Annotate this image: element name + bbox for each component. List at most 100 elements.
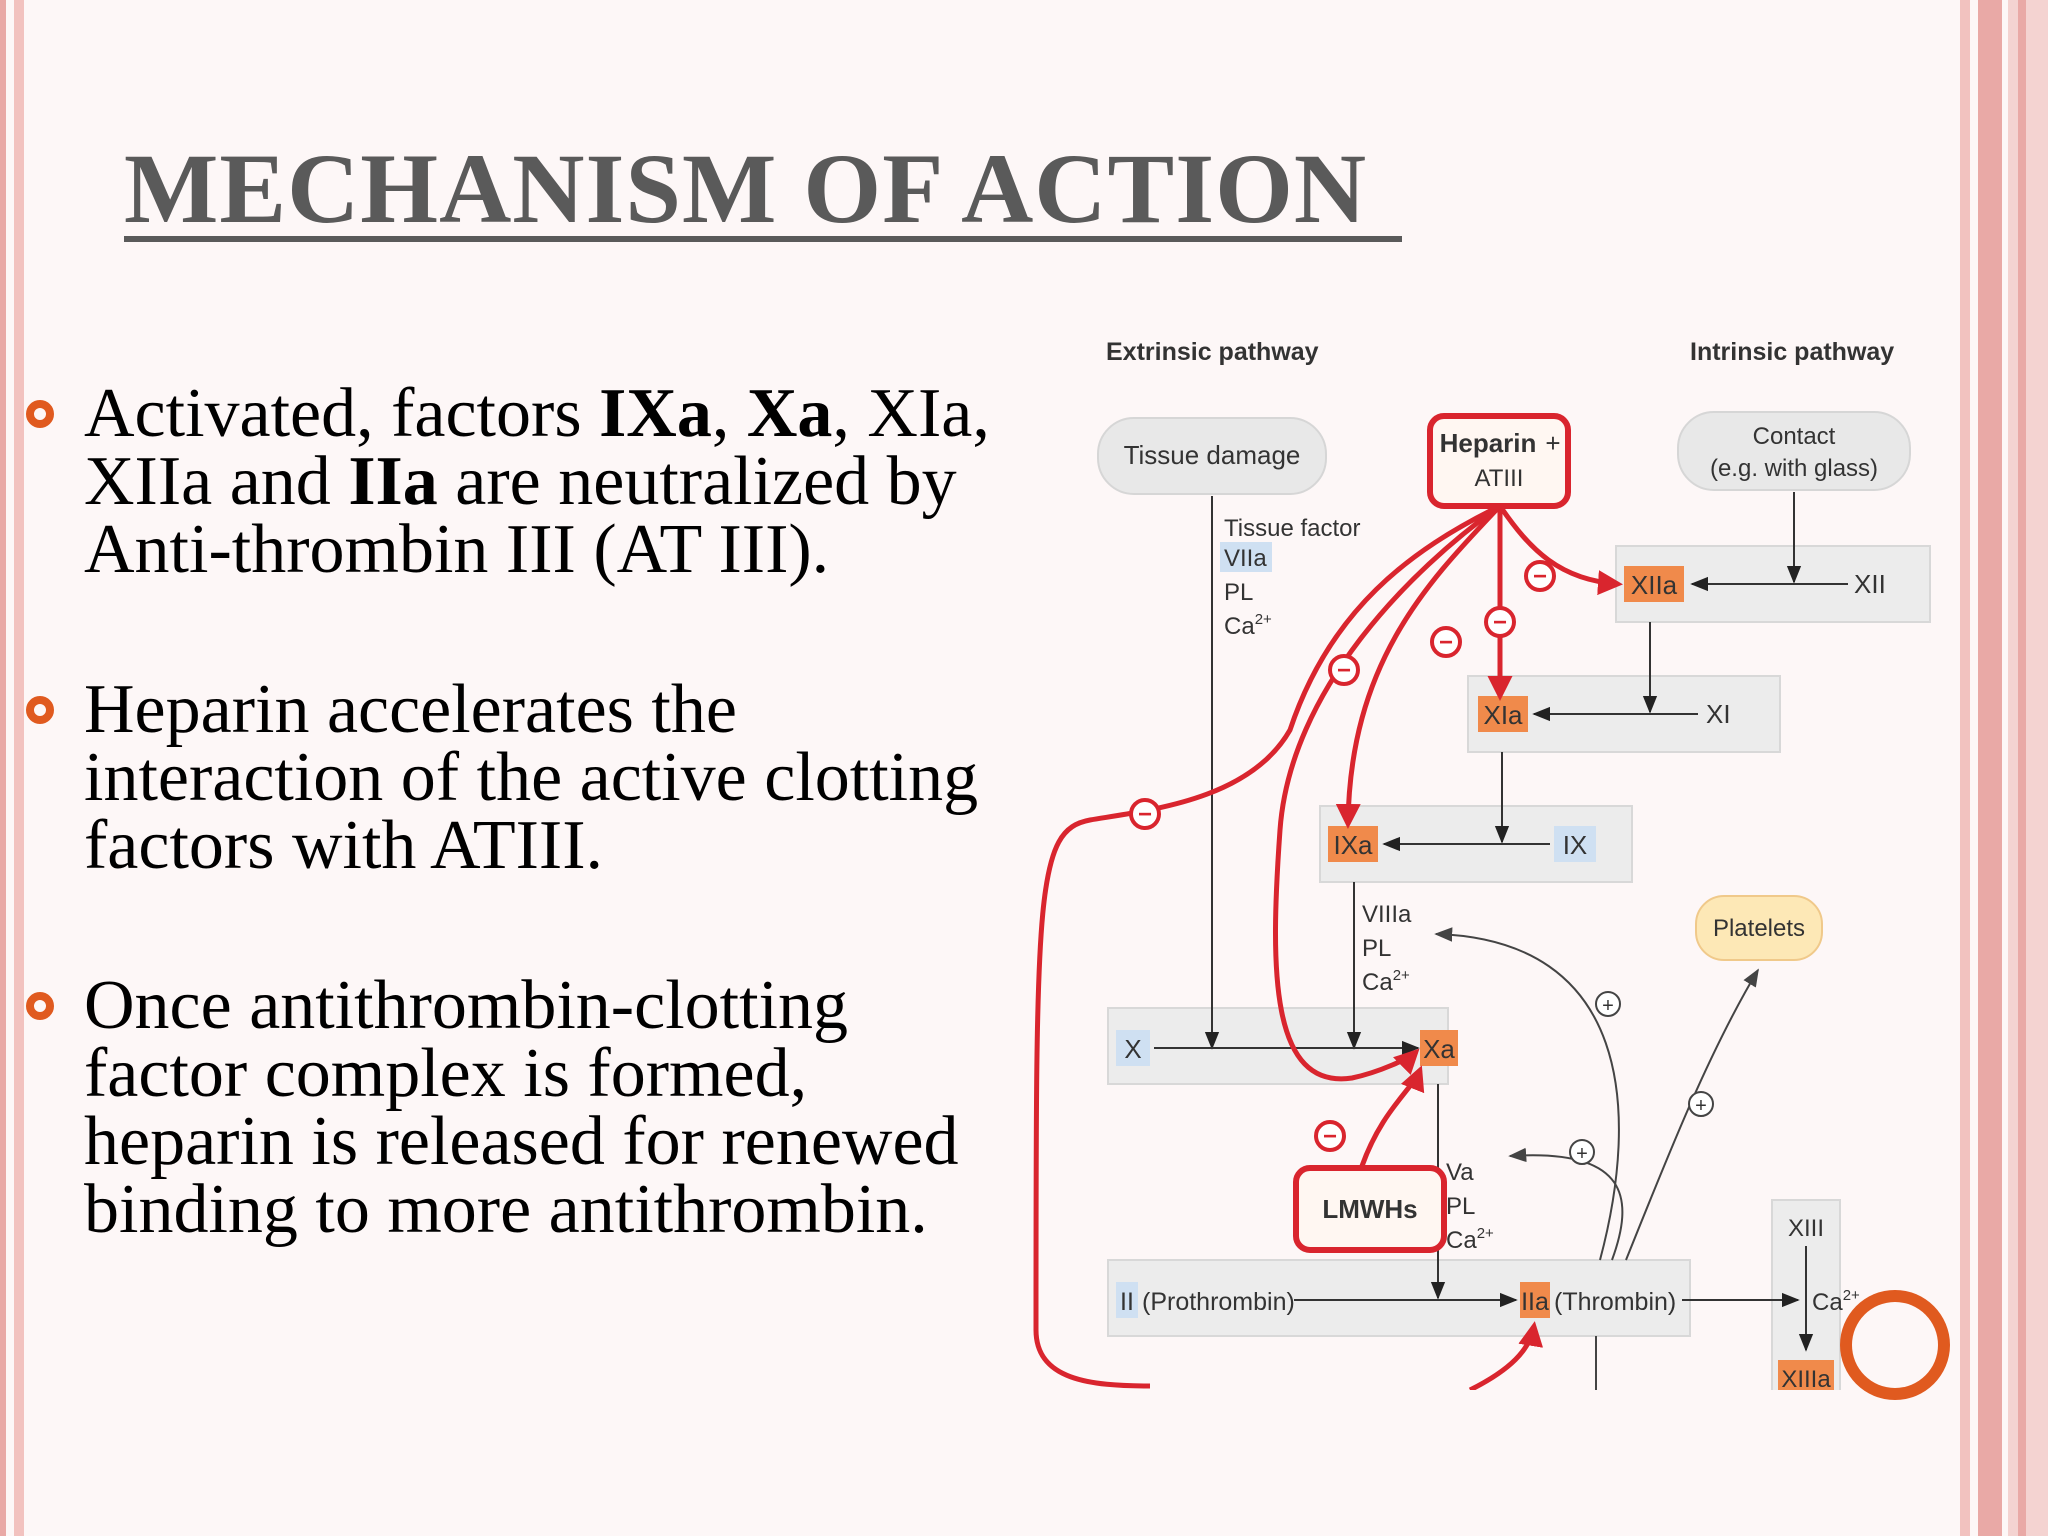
minus-sign: − (1493, 609, 1507, 636)
atiii-label: ATIII (1475, 465, 1524, 492)
xiiia-highlight (1778, 1360, 1834, 1390)
plus-icon (1569, 1139, 1595, 1165)
xiii-label: XIII (1788, 1215, 1824, 1242)
bullet-text: Heparin accelerates the interaction of t… (84, 671, 979, 884)
coagulation-diagram-svg: Extrinsic pathway Intrinsic pathway Tiss… (1033, 338, 1931, 1390)
bullet-text: Activated, factors IXa, Xa, XIa, XIIa an… (84, 375, 990, 588)
slide-border-right-outer (2008, 0, 2048, 1536)
xiia-highlight (1624, 566, 1684, 602)
thrombin-label: (Thrombin) (1554, 1288, 1676, 1316)
x-highlight (1116, 1030, 1150, 1066)
ixa-label: IXa (1333, 830, 1373, 860)
prothrombin-label: (Prothrombin) (1142, 1288, 1295, 1316)
xia-highlight (1478, 696, 1528, 732)
xii-label: XII (1854, 569, 1886, 599)
title-underline (124, 236, 1402, 242)
pl-label-2: PL (1362, 935, 1391, 962)
plus-icon (1688, 1091, 1714, 1117)
minus-sign: − (1323, 1123, 1337, 1150)
slide-border-right-inner (1960, 0, 1970, 1536)
va-label: Va (1446, 1159, 1474, 1186)
contact-example-label: (e.g. with glass) (1710, 455, 1878, 482)
extrinsic-pathway-label: Extrinsic pathway (1106, 338, 1319, 366)
xa-highlight (1420, 1030, 1458, 1066)
lmwhs-label: LMWHs (1322, 1194, 1417, 1224)
bullet-item: Once antithrombin-clotting factor comple… (24, 971, 1014, 1245)
slide-border-left-outer (0, 0, 6, 1536)
ca-label: Ca2+ (1224, 611, 1272, 640)
loop-to-thrombin-arrow (1468, 1321, 1544, 1390)
coagulation-diagram: Extrinsic pathway Intrinsic pathway Tiss… (1030, 330, 1960, 1390)
intrinsic-pathway-label: Intrinsic pathway (1690, 338, 1894, 366)
thrombin-to-va-feedback-arrow (1508, 1147, 1624, 1261)
viia-highlight (1220, 542, 1272, 572)
xiiia-label: XIIIa (1781, 1366, 1831, 1390)
contact-box (1677, 411, 1911, 491)
minus-icon (1430, 626, 1462, 658)
slide-border-right-stripe (2018, 0, 2026, 1536)
contact-label: Contact (1753, 423, 1836, 450)
ix-label: IX (1563, 830, 1588, 860)
bullet-list: Activated, factors IXa, Xa, XIa, XIIa an… (24, 379, 1014, 1336)
minus-sign: − (1533, 563, 1547, 590)
heparin-plus-sign: + (1545, 428, 1560, 458)
heparin-label: Heparin (1440, 428, 1537, 458)
slide-border-right-mid (1978, 0, 2002, 1536)
heparin-to-thrombin-loop (1033, 503, 1502, 1389)
pl-label: PL (1224, 579, 1253, 606)
ii-label: II (1120, 1288, 1134, 1316)
slide-title: MECHANISM OF ACTION (124, 133, 1368, 244)
heparin-to-ixa-arrow (1335, 504, 1502, 829)
minus-icon (1129, 798, 1161, 830)
lmwhs-box (1293, 1165, 1447, 1253)
platelets-box (1695, 895, 1823, 961)
heparin-to-xa-arrow (1272, 503, 1502, 1082)
heparin-inhibition-arrows (1033, 503, 1623, 1390)
heparin-to-xiia-arrow (1497, 504, 1623, 596)
tissue-factor-label: Tissue factor (1224, 515, 1361, 542)
bullet-item: Heparin accelerates the interaction of t… (24, 675, 1014, 881)
minus-sign: − (1439, 629, 1453, 656)
minus-icon (1328, 654, 1360, 686)
plus-sign: + (1695, 1095, 1707, 1117)
platelets-label: Platelets (1713, 915, 1805, 942)
viia-label: VIIa (1224, 545, 1267, 572)
bullet-item: Activated, factors IXa, Xa, XIa, XIIa an… (24, 379, 1014, 585)
minus-icon (1484, 606, 1516, 638)
iia-highlight (1520, 1282, 1550, 1318)
xi-label: XI (1706, 699, 1731, 729)
iia-label: IIa (1521, 1288, 1549, 1316)
bullet-circle-icon (26, 400, 54, 428)
bullet-circle-icon (26, 992, 54, 1020)
plus-icon (1595, 991, 1621, 1017)
ix-highlight (1554, 826, 1596, 862)
minus-sign: − (1138, 801, 1152, 828)
thrombin-to-platelets-arrow (1625, 968, 1759, 1261)
prothrombin-activation-bar (1107, 1259, 1691, 1337)
viiia-label: VIIIa (1362, 901, 1412, 928)
ii-highlight (1116, 1282, 1138, 1318)
minus-sign: − (1337, 657, 1351, 684)
ca-label-4: Ca2+ (1812, 1287, 1860, 1316)
decorative-circle-inner (1852, 1302, 1938, 1388)
minus-icon (1524, 560, 1556, 592)
xa-label: Xa (1423, 1034, 1455, 1064)
ca-label-2: Ca2+ (1362, 967, 1410, 996)
bullet-circle-icon (26, 696, 54, 724)
plus-sign: + (1602, 995, 1614, 1017)
tissue-damage-box (1097, 417, 1327, 495)
pl-label-3: PL (1446, 1193, 1475, 1220)
slide-border-left-inner (14, 0, 24, 1536)
xiia-label: XIIa (1631, 570, 1678, 600)
plus-sign: + (1576, 1143, 1588, 1165)
tissue-damage-label: Tissue damage (1124, 440, 1301, 470)
minus-badges: − − − − − − (1129, 560, 1556, 1152)
xia-label: XIa (1483, 700, 1523, 730)
ca-label-3: Ca2+ (1446, 1225, 1494, 1254)
thrombin-to-viiia-feedback-arrow (1434, 927, 1620, 1261)
bullet-text: Once antithrombin-clotting factor comple… (84, 967, 959, 1248)
lmwhs-to-xa-arrow (1359, 1065, 1425, 1167)
minus-icon (1314, 1120, 1346, 1152)
x-activation-bar (1107, 1007, 1449, 1085)
